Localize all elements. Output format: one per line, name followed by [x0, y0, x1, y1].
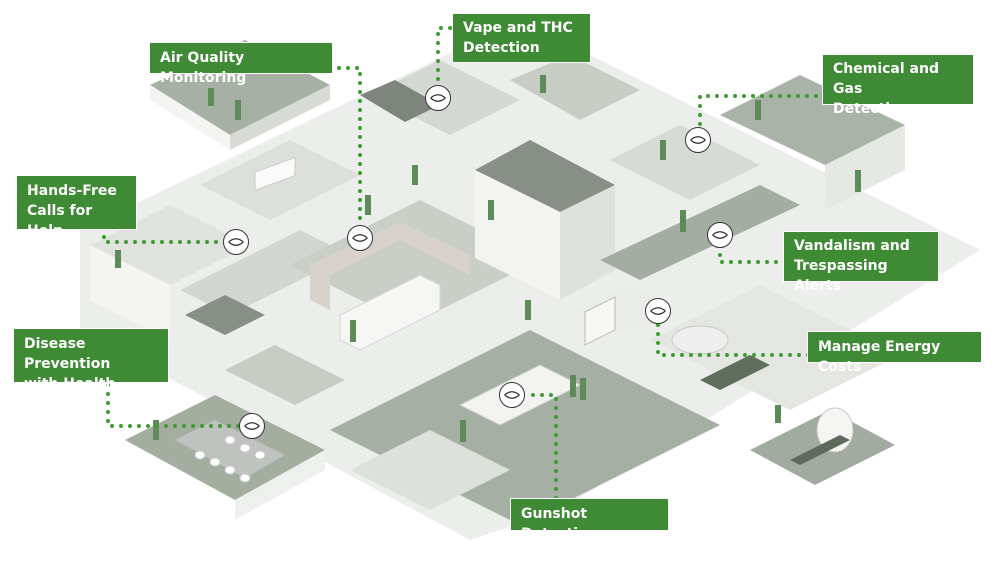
connector-vape-thc — [436, 26, 452, 92]
office — [225, 345, 345, 405]
sensor-waves-icon — [685, 127, 711, 153]
shelves — [584, 296, 616, 346]
callout-vape-thc: Vape and THC Detection — [453, 14, 590, 62]
sensor-waves-icon — [223, 229, 249, 255]
capsule-device — [671, 325, 729, 355]
wall — [90, 245, 170, 340]
wall — [235, 450, 325, 520]
wall — [560, 185, 615, 300]
nurses-desk-front — [339, 274, 441, 351]
wall — [475, 170, 560, 300]
wall — [825, 125, 905, 210]
office-roof — [185, 295, 265, 335]
waiting-area — [350, 430, 510, 510]
bed — [254, 156, 296, 191]
connector-chemical-gas — [698, 94, 827, 134]
callout-vandalism: Vandalism and Trespassing Alerts — [784, 232, 938, 294]
lab-bench — [700, 355, 770, 390]
connector-gunshot — [523, 393, 558, 500]
lab-room — [610, 125, 760, 200]
exam-bed — [790, 435, 850, 465]
sensor-waves-icon — [425, 85, 451, 111]
corridor-left — [180, 230, 350, 315]
sensor-waves-icon — [347, 225, 373, 251]
callout-hands-free: Hands-Free Calls for Help — [17, 176, 136, 239]
corridor-right — [600, 185, 800, 280]
wall — [230, 85, 330, 150]
sensor-waves-icon — [239, 413, 265, 439]
lab-wing-floor — [650, 285, 900, 410]
sensor-waves-icon — [645, 298, 671, 324]
sensor-waves-icon — [499, 382, 525, 408]
dark-roof-top — [360, 80, 440, 122]
callout-air-quality: Air Quality Monitoring — [150, 43, 332, 86]
people — [115, 75, 861, 442]
chairs — [194, 435, 266, 483]
conference-table — [175, 420, 285, 478]
connector-air-quality — [328, 66, 362, 230]
central-block-roof — [475, 140, 615, 212]
callout-gunshot: Gunshot Detection — [511, 499, 668, 542]
callout-chemical-gas: Chemical and Gas Detection — [823, 55, 973, 117]
nurses-desk — [310, 222, 470, 310]
callout-energy-costs: Manage Energy Costs — [808, 332, 981, 375]
operating-room — [720, 75, 905, 165]
sensor-waves-icon — [707, 222, 733, 248]
wall — [150, 85, 230, 150]
exam-room-top — [510, 55, 640, 120]
callout-disease-prevention: Disease Prevention with Health Index — [14, 329, 168, 412]
